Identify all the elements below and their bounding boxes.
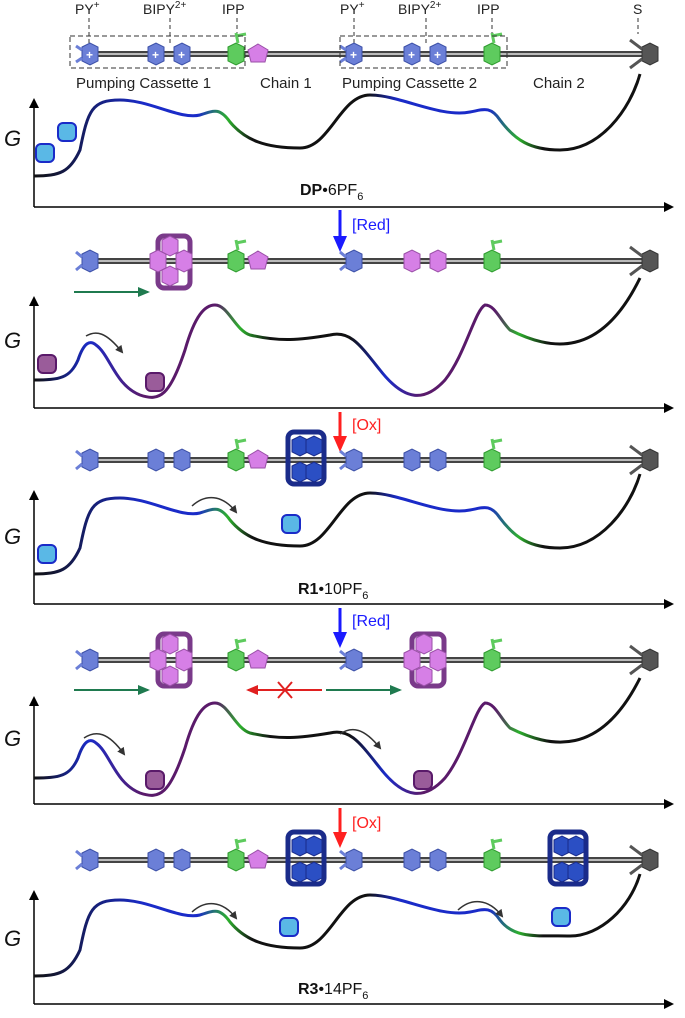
compound-label-1: DP•6PF6 xyxy=(300,182,363,203)
bipy-unit-1: + + xyxy=(147,42,191,66)
energy-curve-5 xyxy=(33,873,642,978)
bipy-unit-p2b xyxy=(403,249,421,273)
ring-reduced-p2 xyxy=(149,233,193,291)
ring-marker-5b xyxy=(551,907,571,927)
step-ox-2: [Ox] xyxy=(352,815,381,832)
label-ipp-2: IPP xyxy=(477,1,500,17)
label-cassette-1: Pumping Cassette 1 xyxy=(76,75,211,92)
hop-arrow-p3 xyxy=(191,497,238,514)
stopper-p2 xyxy=(641,249,659,273)
svg-text:+: + xyxy=(178,48,185,62)
ring-marker-4a xyxy=(145,770,165,790)
compound-label-3: R3•14PF6 xyxy=(298,981,368,1002)
py-unit-p2 xyxy=(81,249,99,273)
stopper-s xyxy=(629,38,659,70)
panel-5: G R3•14PF6 xyxy=(4,829,674,1009)
ipp-unit-p2b xyxy=(483,249,501,273)
g-label-5: G xyxy=(4,926,21,951)
ring-oxidized-p5b xyxy=(547,829,589,887)
panel-4: G xyxy=(4,631,674,809)
label-cassette-2: Pumping Cassette 2 xyxy=(342,75,477,92)
bipy-unit-2: + + xyxy=(403,42,447,66)
svg-text:+: + xyxy=(152,48,159,62)
panel-2: G xyxy=(4,233,674,413)
step-red-2: [Red] xyxy=(352,613,390,630)
ring-marker-3b xyxy=(281,514,301,534)
py-unit-p3 xyxy=(81,448,99,472)
panel-1: PY+ BIPY2+ IPP PY+ BIPY2+ IPP S + + + xyxy=(4,0,674,212)
label-ipp-1: IPP xyxy=(222,1,245,17)
ring-reduced-p4b xyxy=(403,631,447,689)
ring-oxidized-p3 xyxy=(285,429,327,487)
ring-marker-2a xyxy=(37,354,57,374)
chain-1-pentagon xyxy=(247,43,269,63)
label-bipy-2: BIPY2+ xyxy=(398,0,441,17)
ring-marker-5a xyxy=(279,917,299,937)
hop-arrow-p4b xyxy=(339,728,382,750)
label-chain-2: Chain 2 xyxy=(533,75,585,92)
py-unit-p2b xyxy=(345,249,363,273)
py-unit-2: + xyxy=(339,42,363,66)
red-arrow-1-head xyxy=(333,236,347,252)
py-unit-1: + xyxy=(75,42,99,66)
ring-reduced-p4a xyxy=(149,631,193,689)
ring-marker-1a xyxy=(35,143,55,163)
cassette-2-box xyxy=(339,35,508,69)
hop-arrow-p4a xyxy=(83,732,126,756)
hop-arrow-p5b xyxy=(457,901,504,918)
g-label-3: G xyxy=(4,524,21,549)
ipp-unit-p2a xyxy=(227,249,245,273)
g-label-1: G xyxy=(4,126,21,151)
label-bipy: BIPY2+ xyxy=(143,0,186,17)
ring-marker-3a xyxy=(37,544,57,564)
red-arrow-2-head xyxy=(333,632,347,648)
hop-arrow-p5a xyxy=(191,903,238,920)
ipp-unit-1 xyxy=(227,32,247,66)
svg-text:+: + xyxy=(350,48,357,62)
energy-curve-2 xyxy=(33,277,642,399)
blocked-cross-icon xyxy=(277,681,293,699)
panel-3: G R1•10PF6 xyxy=(4,429,674,609)
label-s: S xyxy=(633,1,642,17)
g-label-4: G xyxy=(4,726,21,751)
energy-curve-1 xyxy=(33,73,642,178)
ring-oxidized-p5a xyxy=(285,829,327,887)
label-py-2: PY+ xyxy=(340,0,365,17)
label-chain-1: Chain 1 xyxy=(260,75,312,92)
hop-arrow-p2 xyxy=(85,332,124,354)
step-red-1: [Red] xyxy=(352,217,390,234)
ring-marker-4b xyxy=(413,770,433,790)
ox-arrow-2-head xyxy=(333,832,347,848)
chain-pentagon-p2 xyxy=(247,250,269,270)
svg-text:+: + xyxy=(408,48,415,62)
ipp-unit-2 xyxy=(483,32,503,66)
ring-marker-2b xyxy=(145,372,165,392)
ring-marker-1b xyxy=(57,122,77,142)
ox-arrow-1-head xyxy=(333,436,347,452)
step-ox-1: [Ox] xyxy=(352,417,381,434)
g-label-2: G xyxy=(4,328,21,353)
svg-text:+: + xyxy=(86,48,93,62)
label-py: PY+ xyxy=(75,0,100,17)
energy-curve-3 xyxy=(33,473,642,576)
svg-text:+: + xyxy=(434,48,441,62)
energy-curve-4 xyxy=(33,677,642,797)
ipp-unit-p3a xyxy=(227,448,245,472)
compound-label-2: R1•10PF6 xyxy=(298,581,368,602)
